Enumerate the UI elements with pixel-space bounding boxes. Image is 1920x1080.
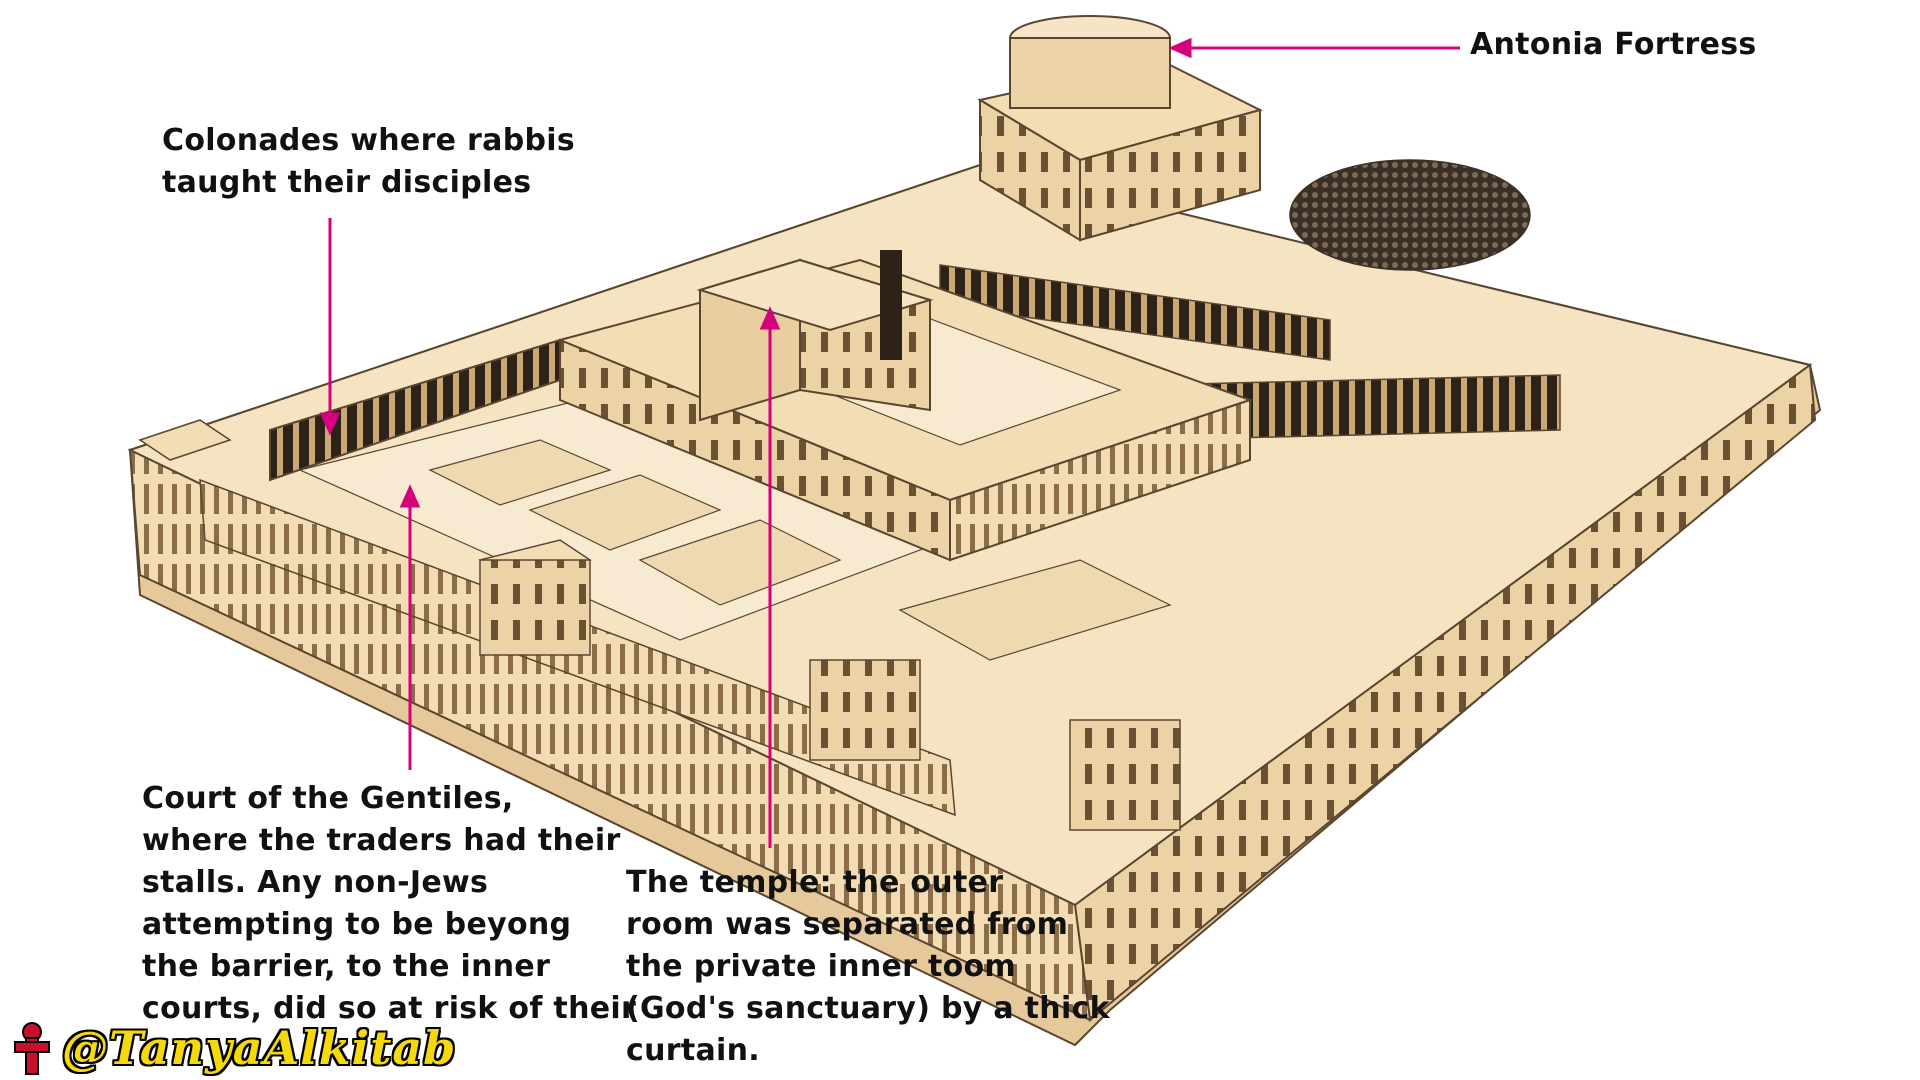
crowd-area bbox=[1289, 159, 1531, 271]
corner-tower bbox=[138, 419, 232, 461]
pointer-temple-head bbox=[759, 306, 781, 330]
watermark-handle: @TanyaAlkitab bbox=[62, 1021, 457, 1075]
stall-block bbox=[428, 439, 612, 506]
sanctuary-roof bbox=[696, 258, 934, 332]
colonades-label: Colonades where rabbis taught their disc… bbox=[162, 123, 575, 200]
pointer-antonia-head bbox=[1168, 37, 1192, 59]
inner-court-side bbox=[949, 398, 1251, 562]
watermark: @TanyaAlkitab bbox=[12, 1018, 456, 1078]
antonia-tower bbox=[1009, 37, 1171, 109]
pointer-lines bbox=[319, 37, 1460, 848]
stall-block bbox=[898, 559, 1172, 661]
gate-tower-body bbox=[1069, 719, 1181, 831]
sanctuary-door bbox=[880, 250, 902, 360]
stall-block bbox=[528, 474, 722, 551]
temple-label: The temple: the outer room was separated… bbox=[626, 865, 1110, 1068]
gate-tower-body bbox=[809, 659, 921, 761]
antonia-fortress-label: Antonia Fortress bbox=[1470, 27, 1757, 62]
pointer-gentiles-head bbox=[399, 484, 421, 508]
pointer-colonades-head bbox=[319, 412, 341, 436]
stall-block bbox=[638, 519, 842, 606]
cross-icon bbox=[14, 1022, 50, 1075]
court-of-gentiles-label: Court of the Gentiles, where the traders… bbox=[142, 781, 637, 1026]
temple-complex bbox=[127, 15, 1822, 1047]
gate-tower-body bbox=[479, 559, 591, 656]
antonia-fortress-side bbox=[1079, 108, 1261, 242]
